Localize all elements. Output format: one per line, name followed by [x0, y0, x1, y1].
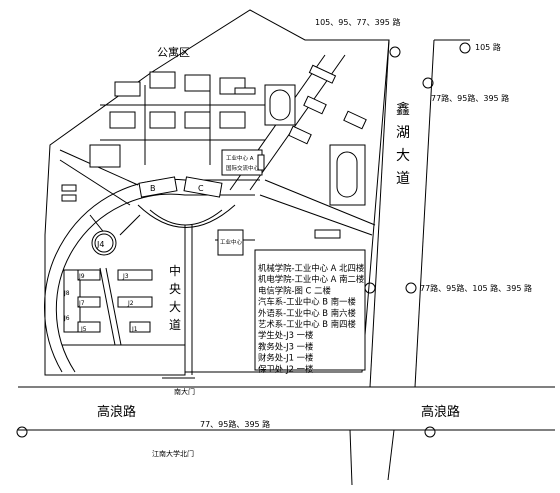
stadium-track-east — [336, 151, 358, 198]
legend-line: 机电学院-工业中心 A 南二楼 — [258, 274, 365, 284]
building-j4-inner — [94, 233, 114, 253]
building-b: B — [138, 176, 178, 198]
intl-exchange-center-label: 国际交流中心 — [226, 164, 260, 172]
road-east-2 — [259, 194, 373, 236]
bus-stop-top-right — [459, 42, 471, 54]
semicircle-road-inner — [55, 193, 255, 373]
svg-text:中央大道: 中央大道 — [169, 263, 181, 332]
j9-label: J9 — [78, 273, 85, 280]
j1-label: J1 — [131, 326, 138, 333]
svg-text:C: C — [198, 184, 204, 193]
svg-text:鑫湖大道: 鑫湖大道 — [396, 101, 410, 187]
gongye-center-b — [217, 229, 244, 256]
j-buildings — [63, 267, 153, 346]
xinhu-avenue-left-edge — [369, 39, 390, 388]
legend-line: 汽车系-工业中心 B 南一楼 — [258, 297, 356, 307]
xinhu-avenue-label: 鑫湖大道 — [396, 101, 410, 187]
gaolang-road-label-right: 高浪路 — [421, 404, 460, 420]
building-j4 — [91, 230, 117, 256]
south-gate-label: 南大门 — [174, 387, 195, 396]
bus-stop-top — [389, 46, 401, 58]
bus-stop-right-middle-label: 77路、95路、105 路、395 路 — [420, 283, 532, 293]
bus-stop-top-label: 105、95、77、395 路 — [315, 17, 400, 27]
central-avenue-label: 中央大道 — [169, 263, 181, 332]
xinhu-avenue-lower-right-edge — [349, 429, 353, 486]
gongye-center-a-annex — [257, 154, 265, 171]
apartment-blocks — [61, 71, 246, 202]
bus-stop-bottom-label: 77、95路、395 路 — [200, 419, 270, 429]
j4-label: J4 — [96, 240, 104, 249]
bus-stop-right-middle-west — [364, 282, 376, 294]
gongye-center-a-label: 工业中心 A — [226, 154, 254, 162]
ne-buildings — [234, 64, 367, 239]
j7-label: J7 — [78, 300, 85, 307]
j3-label: J3 — [122, 273, 129, 280]
legend-line: 艺术系-工业中心 B 南四楼 — [258, 319, 356, 329]
apartment-area-label: 公寓区 — [157, 45, 190, 59]
road-east — [264, 179, 376, 226]
j8-label: J8 — [63, 290, 70, 297]
legend-line: 财务处-J1 一楼 — [258, 353, 314, 363]
legend-line: 机械学院-工业中心 A 北四楼 — [258, 263, 365, 273]
stadium-track-north — [269, 89, 291, 121]
bus-stop-right-upper — [422, 77, 434, 89]
stadium-field-east — [329, 144, 366, 206]
svg-text:B: B — [150, 184, 156, 193]
jiangnan-north-gate-label: 江南大学北门 — [152, 449, 194, 458]
j6-label: J6 — [63, 315, 70, 322]
bus-stop-bottom-left — [16, 426, 28, 438]
plaza-arc-inner — [149, 209, 223, 226]
legend-line: 教务处-J3 一楼 — [258, 341, 314, 351]
bus-stop-top-right-label: 105 路 — [475, 42, 501, 52]
legend-line: 外语系-工业中心 B 南六楼 — [258, 308, 356, 318]
building-c: C — [183, 176, 223, 198]
j5-label: J5 — [80, 326, 87, 333]
bus-stop-right-middle — [405, 282, 417, 294]
road-west-arc — [59, 159, 131, 206]
j2-label: J2 — [127, 300, 134, 307]
bus-stop-bottom-right — [424, 426, 436, 438]
legend-line: 学生处-J3 一楼 — [258, 330, 314, 340]
plaza-arc — [137, 204, 236, 228]
legend-box — [254, 249, 366, 371]
gongye-center-b-label: 工业中心 — [220, 238, 243, 246]
xinhu-avenue-right-edge — [414, 39, 435, 388]
legend-line: 电信学院-图 C 二楼 — [258, 285, 331, 295]
road-j4-diag-2 — [119, 214, 141, 236]
bus-stop-right-upper-label: 77路、95路、395 路 — [431, 93, 509, 103]
legend-line: 保卫处-J2 一楼 — [258, 364, 314, 374]
xinhu-avenue-lower-left-edge — [387, 429, 395, 481]
gaolang-road-label-left: 高浪路 — [97, 404, 136, 420]
